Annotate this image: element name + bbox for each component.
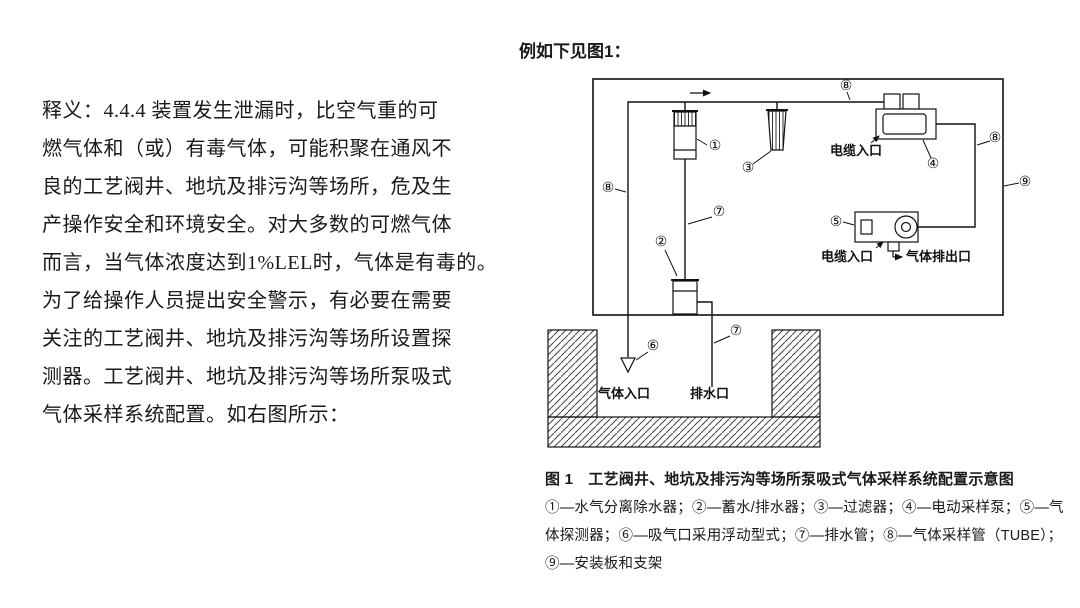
callout-1: ① <box>709 137 722 153</box>
commentary-line-4: 产操作安全和环境安全。对大多数的可燃气体 <box>42 214 452 236</box>
label-cable-inlet-top: 电缆入口 <box>830 143 882 158</box>
callout-8-top: ⑧ <box>840 77 853 93</box>
figure-legend-line-2: 体探测器；⑥—吸气口采用浮动型式；⑦—排水管；⑧—气体采样管（TUBE）； <box>545 528 1063 544</box>
water-storage-drainer <box>671 279 699 315</box>
gas-detector <box>854 211 919 257</box>
pit-ground-hatch <box>547 329 821 448</box>
callout-2: ② <box>655 233 668 249</box>
electric-sampling-pump <box>875 93 937 140</box>
label-gas-outlet: 气体排出口 <box>906 249 971 264</box>
commentary-text: 释义：4.4.4 装置发生泄漏时，比空气重的可 燃气体和（或）有毒气体，可能积聚… <box>42 92 534 434</box>
commentary-line-8: 测器。工艺阀井、地坑及排污沟等场所泵吸式 <box>42 366 452 388</box>
sampling-pipes <box>627 101 976 387</box>
commentary-line-6: 为了给操作人员提出安全警示，有必要在需要 <box>42 290 452 312</box>
callout-9: ⑨ <box>1019 173 1032 189</box>
callout-8-right: ⑧ <box>989 129 1002 145</box>
callout-8-left: ⑧ <box>602 179 615 195</box>
commentary-line-3: 良的工艺阀井、地坑及排污沟等场所，危及生 <box>42 176 452 198</box>
label-gas-inlet: 气体入口 <box>598 386 650 401</box>
commentary-line-1: 释义：4.4.4 装置发生泄漏时，比空气重的可 <box>42 100 439 122</box>
commentary-line-2: 燃气体和（或）有毒气体，可能积聚在通风不 <box>42 138 452 160</box>
mounting-panel <box>592 78 1004 316</box>
label-cable-inlet-bottom: 电缆入口 <box>821 249 873 264</box>
filter <box>766 109 788 151</box>
label-drain-outlet: 排水口 <box>690 386 729 401</box>
figure-caption-title: 图 1 工艺阀井、地坑及排污沟等场所泵吸式气体采样系统配置示意图 <box>545 471 1014 488</box>
commentary-line-5: 而言，当气体浓度达到1%LEL时，气体是有毒的。 <box>42 252 498 274</box>
figure-1-diagram: ① ② ③ ④ ⑤ ⑥ ⑦ ⑦ ⑧ ⑧ ⑧ ⑨ 电缆入口 电缆入口 气体排出口 … <box>547 77 1032 448</box>
figure-intro: 例如下见图1： <box>519 42 631 61</box>
figure-legend-line-3: ⑨—安装板和支架 <box>545 556 663 572</box>
cable-inlet-arrows <box>870 135 884 249</box>
callout-6: ⑥ <box>647 337 660 353</box>
callout-leaders <box>614 91 1020 361</box>
figure-caption: 图 1 工艺阀井、地坑及排污沟等场所泵吸式气体采样系统配置示意图 ①—水气分离除… <box>545 466 1070 578</box>
commentary-line-7: 关注的工艺阀井、地坑及排污沟等场所设置探 <box>42 328 452 350</box>
commentary-line-9: 气体采样系统配置。如右图所示： <box>42 404 350 426</box>
water-gas-separator <box>672 110 698 160</box>
callout-5: ⑤ <box>830 213 843 229</box>
callout-4: ④ <box>927 155 940 171</box>
figure-legend-line-1: ①—水气分离除水器；②—蓄水/排水器；③—过滤器；④—电动采样泵；⑤—气 <box>545 500 1064 516</box>
callout-7-upper: ⑦ <box>713 203 726 219</box>
floating-suction-inlet <box>620 357 636 374</box>
callout-7-lower: ⑦ <box>730 322 743 338</box>
callout-3: ③ <box>742 159 755 175</box>
